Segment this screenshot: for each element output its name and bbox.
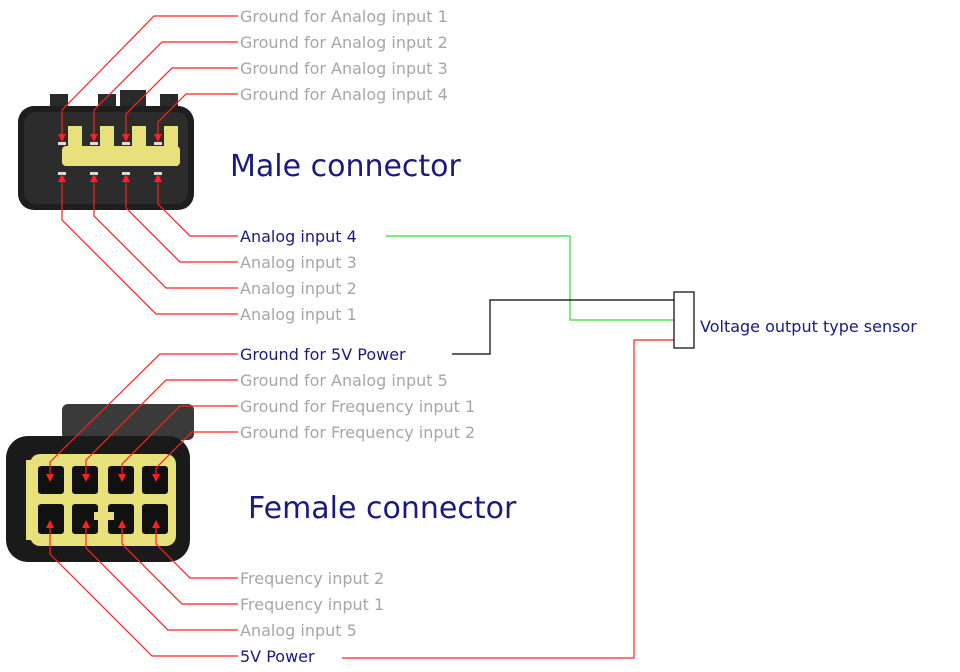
male-pin-mark (154, 172, 162, 175)
wire-ground-5v-power (452, 299, 674, 355)
female-cavity (142, 504, 168, 534)
male-pin (132, 126, 146, 166)
arrowhead (152, 520, 160, 528)
label-analog-input-3: Analog input 3 (240, 253, 357, 272)
male-pin-mark (90, 142, 98, 145)
female-top-labels: Ground for 5V Power Ground for Analog in… (240, 345, 475, 442)
leader-line (93, 178, 238, 289)
male-pin-mark (90, 172, 98, 175)
label-ground-5v-power: Ground for 5V Power (240, 345, 406, 364)
label-frequency-input-2: Frequency input 2 (240, 569, 384, 588)
wire-5v-power (342, 339, 674, 659)
arrowhead (58, 174, 66, 182)
label-analog-input-5: Analog input 5 (240, 621, 357, 640)
arrowhead (154, 134, 162, 142)
female-cavity (72, 504, 98, 534)
arrowhead (122, 134, 130, 142)
male-pin (164, 126, 178, 166)
female-arrowheads (46, 474, 160, 528)
male-pin-mark (58, 172, 66, 175)
leader-line (125, 178, 238, 263)
arrowhead (90, 134, 98, 142)
male-pin-mark (122, 142, 130, 145)
leader-line (93, 41, 238, 138)
male-pin-mark (154, 142, 162, 145)
label-frequency-input-1: Frequency input 1 (240, 595, 384, 614)
arrowhead (82, 520, 90, 528)
leader-line (85, 524, 238, 631)
male-pin-bar (62, 146, 180, 166)
arrowhead (154, 174, 162, 182)
male-connector-title: Male connector (230, 149, 462, 184)
male-pin-mark (122, 172, 130, 175)
male-connector-latch (120, 90, 146, 110)
sensor-box (673, 291, 695, 349)
label-ground-analog-input-3: Ground for Analog input 3 (240, 59, 448, 78)
female-cavity (108, 504, 134, 534)
female-connector-title: Female connector (248, 491, 517, 526)
female-insert-bridge (94, 512, 114, 520)
female-insert-edge (26, 460, 34, 540)
arrowhead (46, 520, 54, 528)
label-ground-analog-input-2: Ground for Analog input 2 (240, 33, 448, 52)
label-analog-input-4: Analog input 4 (240, 227, 357, 246)
label-5v-power: 5V Power (240, 647, 315, 666)
arrowhead (58, 134, 66, 142)
sensor-label: Voltage output type sensor (700, 317, 917, 336)
leader-line (155, 431, 238, 478)
male-pin (100, 126, 114, 166)
male-connector (18, 90, 194, 210)
label-ground-frequency-input-2: Ground for Frequency input 2 (240, 423, 475, 442)
label-ground-analog-input-4: Ground for Analog input 4 (240, 85, 448, 104)
male-top-labels: Ground for Analog input 1 Ground for Ana… (240, 7, 448, 104)
male-pin-mark (58, 142, 66, 145)
label-analog-input-2: Analog input 2 (240, 279, 357, 298)
female-connector-latch (62, 404, 194, 440)
arrowhead (152, 474, 160, 482)
arrowhead (90, 174, 98, 182)
leader-line (49, 524, 238, 657)
arrowhead (118, 474, 126, 482)
male-arrowheads (58, 134, 162, 182)
arrowhead (122, 174, 130, 182)
arrowhead (118, 520, 126, 528)
male-bottom-labels: Analog input 4 Analog input 3 Analog inp… (240, 227, 357, 324)
leader-line (49, 353, 238, 478)
arrowhead (82, 474, 90, 482)
female-connector (6, 404, 194, 562)
female-leader-lines (49, 353, 238, 657)
female-connector-insert (30, 454, 176, 546)
leader-line (125, 67, 238, 138)
leader-line (61, 15, 238, 138)
leader-line (121, 405, 238, 478)
label-ground-frequency-input-1: Ground for Frequency input 1 (240, 397, 475, 416)
label-ground-analog-input-1: Ground for Analog input 1 (240, 7, 448, 26)
label-ground-analog-input-5: Ground for Analog input 5 (240, 371, 448, 390)
leader-line (155, 524, 238, 579)
leader-line (157, 93, 238, 138)
label-analog-input-1: Analog input 1 (240, 305, 357, 324)
male-pin (68, 126, 82, 166)
female-cavity (38, 504, 64, 534)
leader-line (61, 178, 238, 315)
arrowhead (46, 474, 54, 482)
leader-line (121, 524, 238, 605)
leader-line (157, 178, 238, 237)
male-leader-lines (61, 15, 238, 315)
leader-line (85, 379, 238, 478)
female-bottom-labels: Frequency input 2 Frequency input 1 Anal… (240, 569, 384, 666)
wire-analog-input-4 (386, 235, 674, 321)
